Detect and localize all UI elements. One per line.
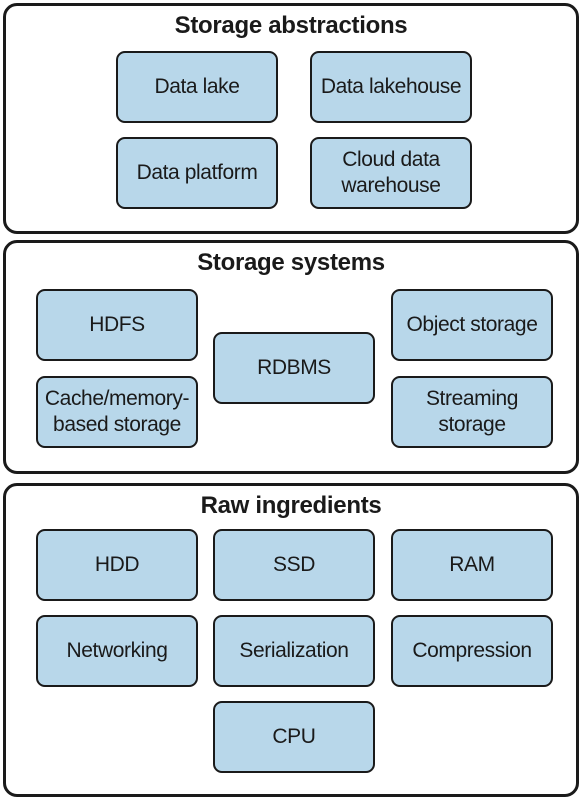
cpu-box: CPU: [213, 701, 375, 773]
streaming-storage-box: Streaming storage: [391, 376, 553, 448]
ssd-box: SSD: [213, 529, 375, 601]
cache-memory-storage-box: Cache/memory-based storage: [36, 376, 198, 448]
compression-box: Compression: [391, 615, 553, 687]
data-lakehouse-box: Data lakehouse: [310, 51, 472, 123]
ram-box: RAM: [391, 529, 553, 601]
networking-box: Networking: [36, 615, 198, 687]
hdd-box: HDD: [36, 529, 198, 601]
raw-ingredients-title: Raw ingredients: [200, 492, 382, 519]
object-storage-box: Object storage: [391, 289, 553, 361]
cloud-data-warehouse-box: Cloud data warehouse: [310, 137, 472, 209]
storage-abstractions-title: Storage abstractions: [174, 12, 408, 39]
hdfs-box: HDFS: [36, 289, 198, 361]
raw-ingredients-panel: Raw ingredients HDD SSD RAM Networking S…: [3, 483, 579, 797]
serialization-box: Serialization: [213, 615, 375, 687]
data-platform-box: Data platform: [116, 137, 278, 209]
storage-systems-title: Storage systems: [197, 249, 385, 276]
rdbms-box: RDBMS: [213, 332, 375, 404]
storage-systems-panel: Storage systems HDFS RDBMS Object storag…: [3, 240, 579, 474]
data-lake-box: Data lake: [116, 51, 278, 123]
storage-abstractions-panel: Storage abstractions Data lake Data lake…: [3, 3, 579, 234]
